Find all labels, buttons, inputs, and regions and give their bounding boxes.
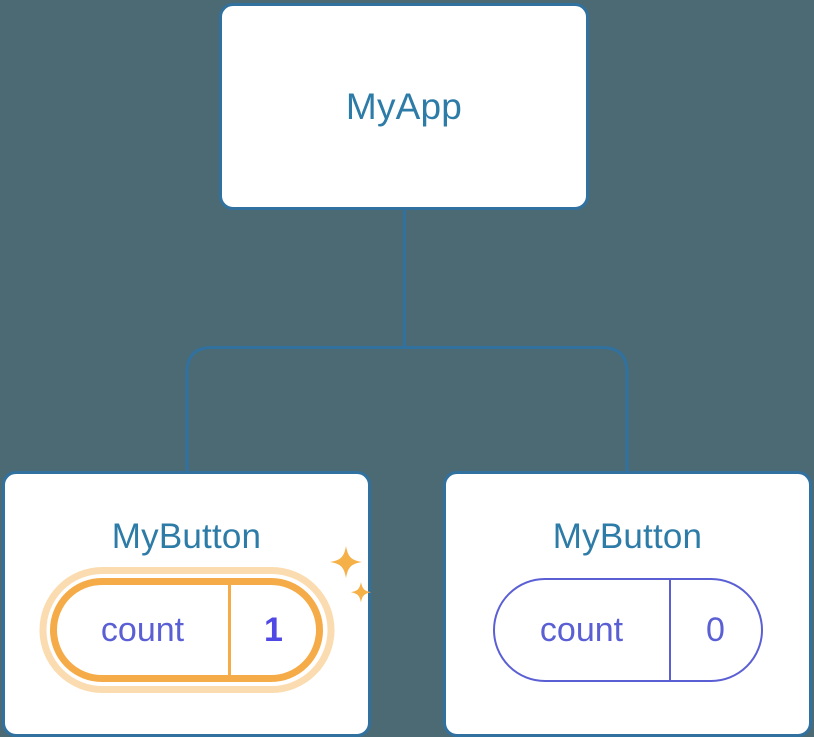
state-pill-left[interactable]: count 1 xyxy=(50,578,323,682)
state-pill-right-key-cell: count xyxy=(495,580,669,680)
sparkle-small-icon xyxy=(351,582,371,603)
node-myapp[interactable]: MyApp xyxy=(219,3,589,210)
state-pill-left-value: 1 xyxy=(264,611,283,649)
node-mybutton-left-title: MyButton xyxy=(111,517,262,556)
sparkle-icon xyxy=(330,546,362,578)
state-pill-right-key: count xyxy=(539,611,624,649)
node-mybutton-left[interactable]: MyButton count 1 xyxy=(2,471,371,737)
state-pill-right-value-cell: 0 xyxy=(668,580,761,680)
state-pill-left-value-cell: 1 xyxy=(228,585,316,675)
state-pill-right-wrapper: count 0 xyxy=(492,578,763,682)
state-pill-left-wrapper: count 1 xyxy=(39,546,371,693)
state-pill-right-value: 0 xyxy=(706,611,725,649)
node-mybutton-right-title: MyButton xyxy=(552,517,703,556)
state-pill-right[interactable]: count 0 xyxy=(492,578,763,682)
state-pill-left-key-cell: count xyxy=(57,585,228,675)
state-pill-left-key: count xyxy=(100,611,185,649)
node-myapp-title: MyApp xyxy=(345,86,463,127)
node-mybutton-right[interactable]: MyButton count 0 xyxy=(443,471,812,737)
state-pill-highlight-halo xyxy=(39,567,334,693)
connector-branch-right xyxy=(404,346,629,473)
connector-branch-left xyxy=(185,346,405,473)
